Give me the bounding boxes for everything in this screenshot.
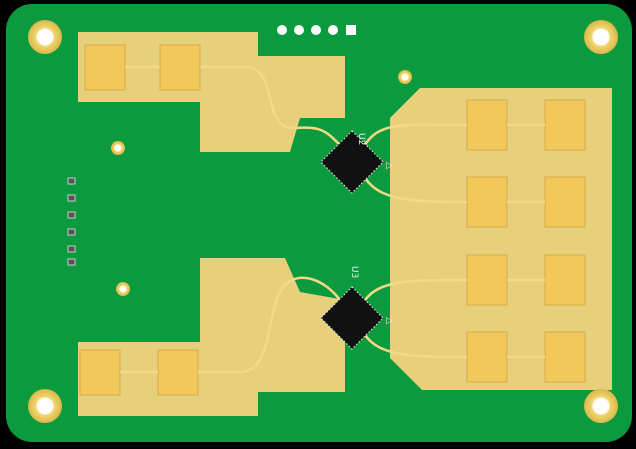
chip-u3: U3 ▷ — [320, 266, 393, 350]
pin1-marker: ▷ — [386, 316, 393, 326]
chip-u2-label: U2 — [356, 133, 366, 145]
antenna-patches — [79, 44, 586, 396]
mounting-holes — [28, 20, 618, 423]
chip-u3-label: U3 — [349, 266, 359, 278]
copper-pour-right — [390, 88, 612, 390]
chip-u2: U2 ▷ — [320, 130, 393, 194]
rf-traces — [120, 65, 545, 374]
pin1-marker: ▷ — [386, 161, 393, 171]
side-pins — [67, 177, 76, 266]
header-pads — [277, 25, 356, 35]
vias — [111, 70, 412, 296]
